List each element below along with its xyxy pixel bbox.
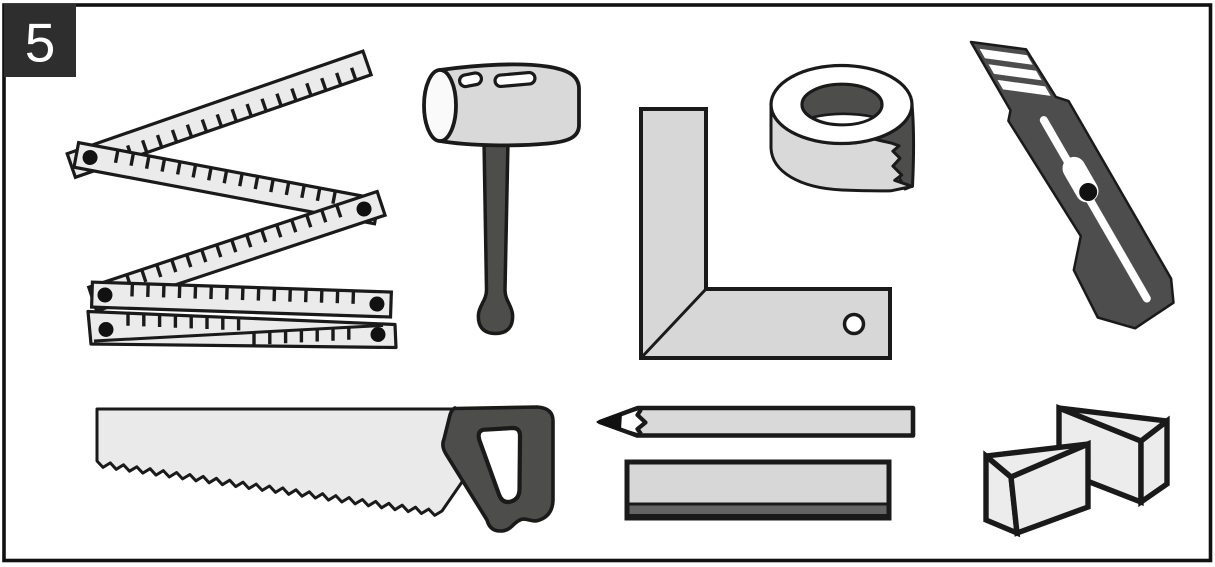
svg-text:5: 5 bbox=[25, 12, 56, 74]
